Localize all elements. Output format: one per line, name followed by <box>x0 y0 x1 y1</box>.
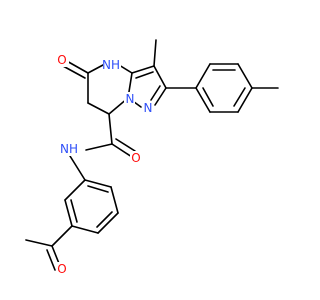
bond-cacetyl-methyl <box>25 239 53 247</box>
atom-labels: NH O N N NH O O <box>56 53 154 276</box>
bond-c5-n4 <box>87 64 104 74</box>
bond-p2-p3 <box>110 186 119 214</box>
atom-n-amide: NH <box>60 142 78 156</box>
bond-p3-p4 <box>97 212 119 234</box>
atom-n4h: NH <box>102 58 120 72</box>
bond-c7-camide <box>108 113 113 145</box>
bond-t6-t1-double <box>202 87 214 107</box>
bond-p4-p5 <box>71 225 99 234</box>
bond-c5-o-double <box>62 65 86 79</box>
bond-p5-p6 <box>64 199 73 227</box>
bond-p1-p2-double <box>87 185 109 193</box>
bond-t6-t1 <box>195 87 211 113</box>
bond-p3-p4-double <box>96 211 113 228</box>
bond-p6-p1 <box>64 179 86 201</box>
atom-n1: N <box>144 101 153 115</box>
bond-c3a-c3-double <box>135 71 154 79</box>
bond-p5-p6-double <box>70 199 78 223</box>
bond-t4-t5-double <box>233 87 246 107</box>
atom-n7: N <box>126 92 135 106</box>
bond-c7-c6 <box>87 102 110 115</box>
bond-c2-n1-double <box>150 85 161 101</box>
bond-p1-p2 <box>84 179 112 188</box>
bond-camide-o-double <box>115 138 136 152</box>
bond-c3-c2 <box>153 65 167 89</box>
bond-n4-c3a <box>118 64 133 74</box>
bond-cacetyl-o-double <box>46 249 56 271</box>
bond-p5-cacetyl <box>51 225 73 247</box>
bond-c3a-c3 <box>131 65 155 74</box>
bond-t3-t4 <box>237 63 253 89</box>
atom-o-ring: O <box>57 53 66 67</box>
bond-t1-t2 <box>195 63 211 89</box>
atom-o-amide: O <box>131 151 140 165</box>
bond-c3-methyl <box>153 39 157 67</box>
molecule-structure: NH O N N NH O O <box>25 39 279 276</box>
bond-c2-n1 <box>154 87 167 106</box>
bond-camide-o <box>111 143 133 158</box>
atom-o-acetyl: O <box>57 262 66 276</box>
bond-camide-n <box>85 143 113 151</box>
bond-n-p1 <box>69 155 86 181</box>
bond-t4-t5 <box>237 87 253 113</box>
